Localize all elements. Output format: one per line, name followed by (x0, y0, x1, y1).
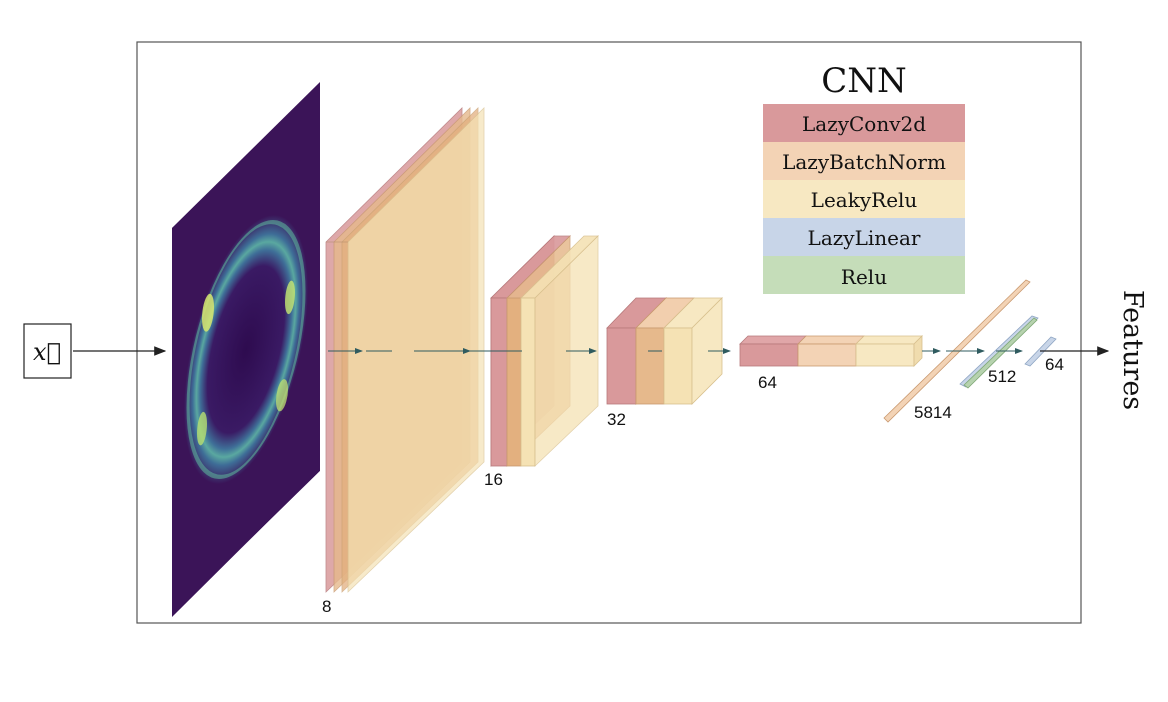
legend-item-label: LazyBatchNorm (782, 150, 946, 174)
legend-item-leakyrelu: LeakyRelu (763, 180, 965, 218)
fc1-label: 512 (988, 367, 1016, 386)
legend-item-label: LazyLinear (808, 226, 921, 250)
legend-item-label: LazyConv2d (802, 112, 926, 136)
conv4-label: 64 (758, 373, 777, 392)
input-image (172, 82, 320, 617)
input-node: x⃗ (23, 323, 72, 379)
input-label: x⃗ (33, 338, 61, 366)
legend: CNN LazyConv2d LazyBatchNorm LeakyRelu L… (763, 61, 965, 294)
fc-layer-64: 64 (1024, 336, 1064, 374)
legend-item-label: Relu (841, 265, 887, 289)
conv-block-3: 32 (606, 297, 723, 429)
legend-title: CNN (821, 61, 907, 101)
flatten-label: 5814 (914, 403, 952, 422)
conv3-label: 32 (607, 410, 626, 429)
fc-layer-512: 512 (959, 315, 1039, 389)
conv-block-1: 8 (322, 107, 485, 616)
conv2-label: 16 (484, 470, 503, 489)
legend-item-linear: LazyLinear (763, 218, 965, 256)
legend-item-batchnorm: LazyBatchNorm (763, 142, 965, 180)
legend-item-conv: LazyConv2d (763, 104, 965, 142)
diagram-frame (136, 41, 1082, 624)
legend-item-relu: Relu (763, 256, 965, 294)
conv-block-2: 16 (484, 235, 599, 489)
conv-block-4: 64 (739, 335, 923, 392)
conv1-label: 8 (322, 597, 331, 616)
legend-item-label: LeakyRelu (811, 188, 918, 212)
fc2-label: 64 (1045, 355, 1064, 374)
output-label: Features (1117, 290, 1148, 410)
